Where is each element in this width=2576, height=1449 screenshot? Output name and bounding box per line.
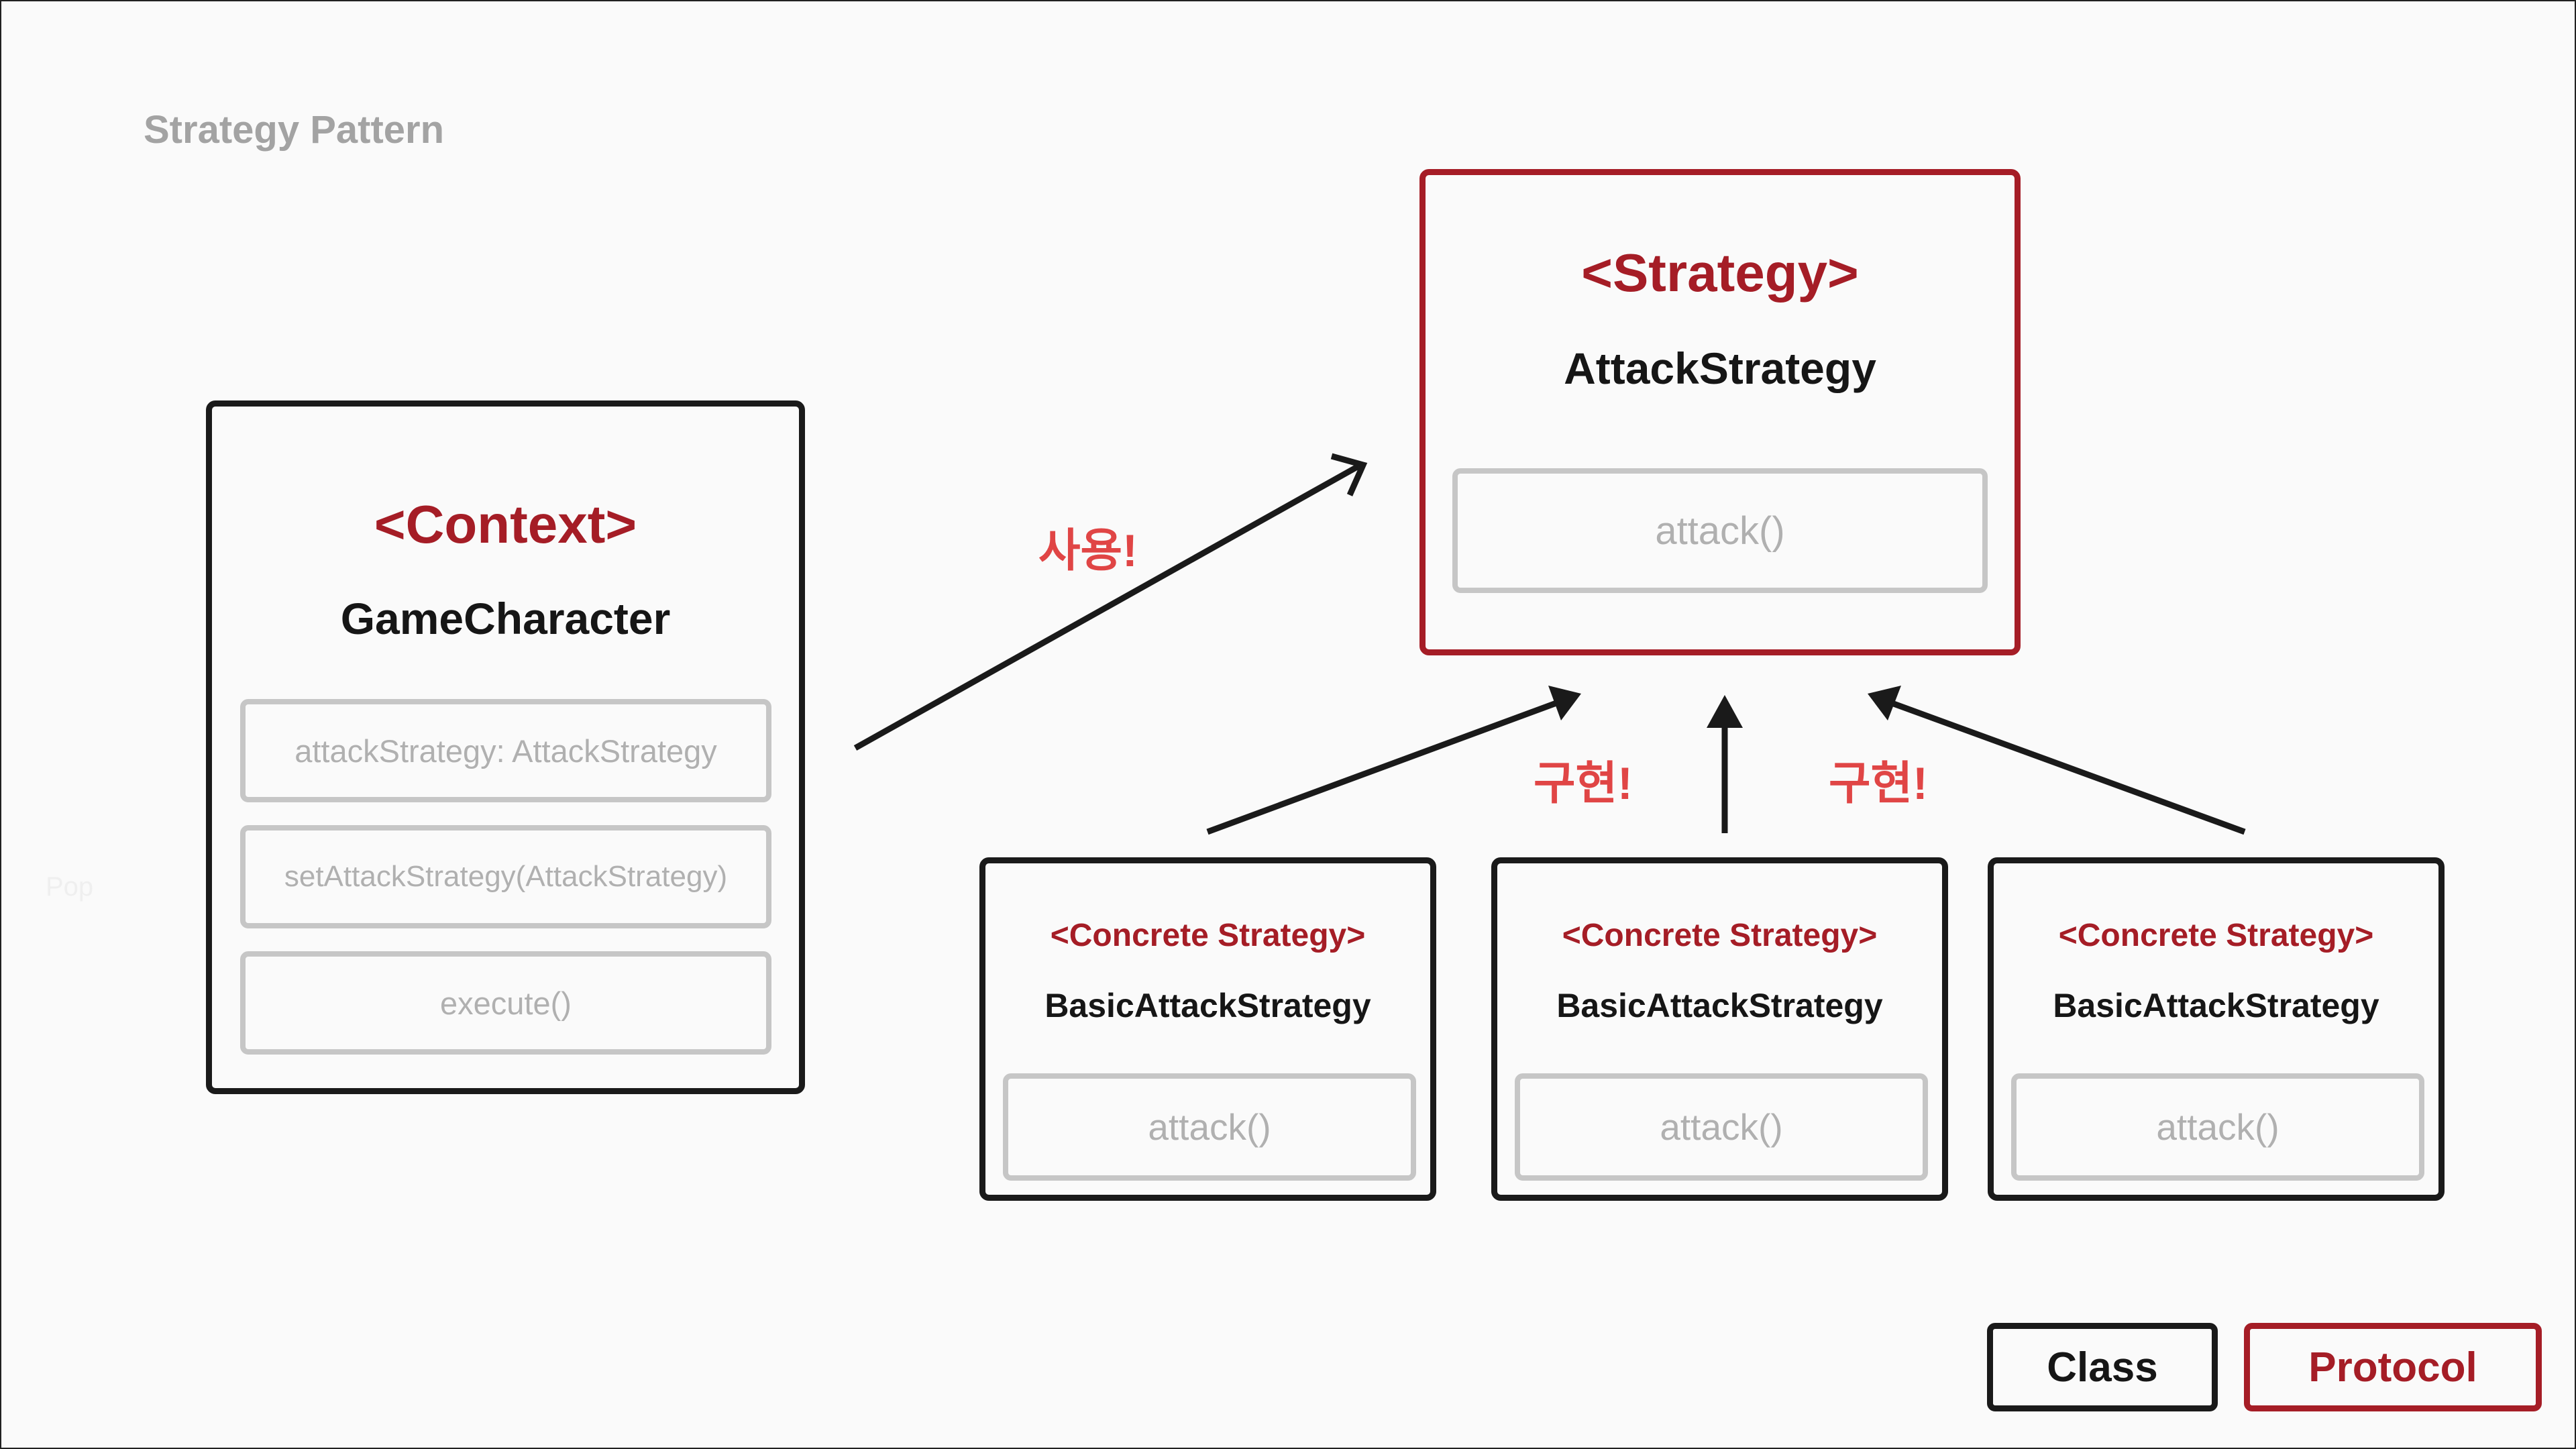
- implements-arrow-right: [1890, 700, 2246, 835]
- concrete-stereotype: <Concrete Strategy>: [1562, 918, 1878, 953]
- strategy-protocol-box: <Strategy> AttackStrategy attack(): [1419, 169, 2021, 655]
- context-member-set-attack-strategy: setAttackStrategy(AttackStrategy): [240, 825, 771, 928]
- implements-label-left: 구현!: [1534, 758, 1633, 809]
- faint-label: Pop: [46, 872, 94, 902]
- concrete-stereotype: <Concrete Strategy>: [2058, 918, 2374, 953]
- implements-arrowhead-center: [1707, 695, 1743, 728]
- implements-arrow-left: [1206, 700, 1558, 835]
- strategy-member-attack: attack(): [1452, 468, 1988, 593]
- concrete-strategy-box: <Concrete Strategy> BasicAttackStrategy …: [979, 857, 1436, 1201]
- legend-class: Class: [1987, 1323, 2218, 1411]
- concrete-class-name: BasicAttackStrategy: [1044, 987, 1371, 1024]
- strategy-stereotype: <Strategy>: [1581, 243, 1859, 303]
- implements-arrowhead-left: [1548, 686, 1581, 720]
- legend-protocol: Protocol: [2244, 1323, 2542, 1411]
- context-class-box: <Context> GameCharacter attackStrategy: …: [206, 400, 805, 1094]
- context-class-name: GameCharacter: [340, 594, 671, 643]
- concrete-member-attack: attack(): [1515, 1073, 1928, 1181]
- uses-arrow: [853, 464, 1360, 751]
- implements-arrowhead-right: [1868, 686, 1901, 720]
- uses-label: 사용!: [1038, 525, 1138, 576]
- concrete-strategy-box: <Concrete Strategy> BasicAttackStrategy …: [1988, 857, 2445, 1201]
- uses-arrowhead: [1330, 453, 1368, 496]
- concrete-class-name: BasicAttackStrategy: [2053, 987, 2379, 1024]
- implements-label-right: 구현!: [1829, 758, 1928, 809]
- context-stereotype: <Context>: [374, 494, 637, 554]
- diagram-title: Strategy Pattern: [144, 108, 445, 152]
- concrete-class-name: BasicAttackStrategy: [1556, 987, 1883, 1024]
- concrete-member-attack: attack(): [1003, 1073, 1416, 1181]
- concrete-strategy-box: <Concrete Strategy> BasicAttackStrategy …: [1491, 857, 1948, 1201]
- concrete-member-attack: attack(): [2011, 1073, 2424, 1181]
- context-member-execute: execute(): [240, 951, 771, 1055]
- strategy-protocol-name: AttackStrategy: [1564, 343, 1876, 393]
- concrete-stereotype: <Concrete Strategy>: [1050, 918, 1366, 953]
- context-member-attack-strategy: attackStrategy: AttackStrategy: [240, 699, 771, 802]
